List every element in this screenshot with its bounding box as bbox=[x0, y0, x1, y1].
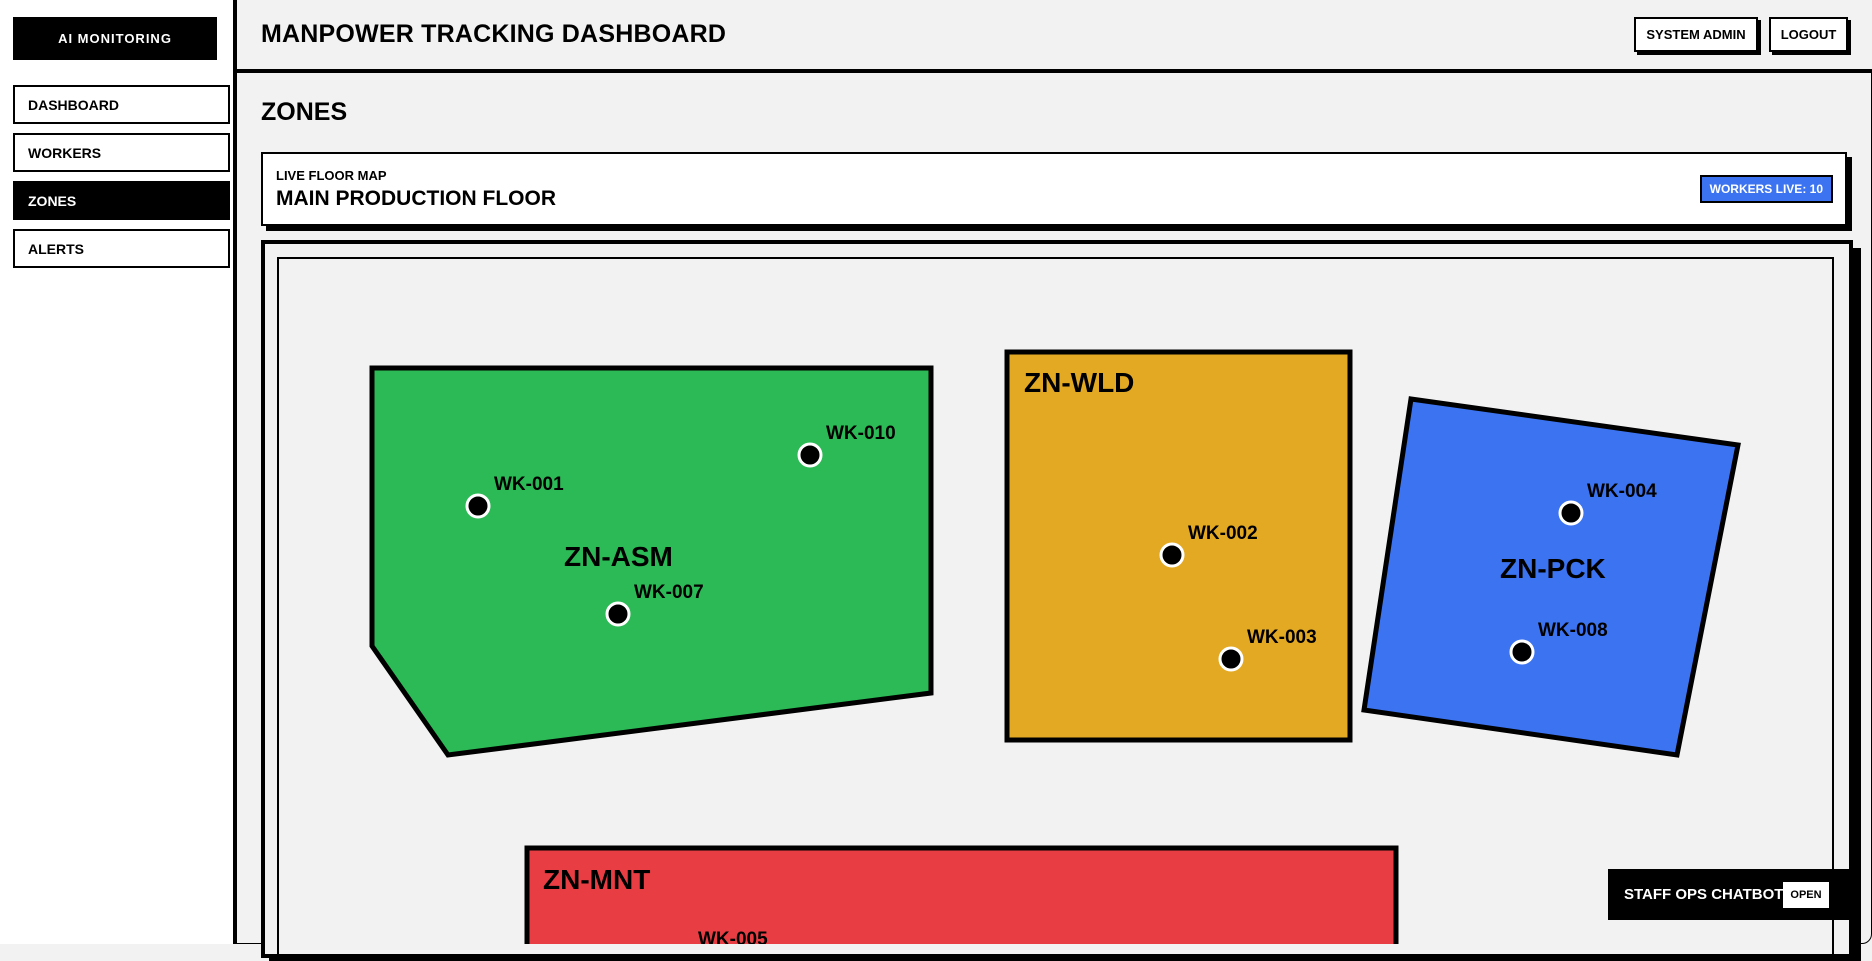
chatbot-widget[interactable]: STAFF OPS CHATBOT OPEN bbox=[1608, 869, 1851, 920]
zone-label-asm: ZN-ASM bbox=[564, 541, 673, 572]
worker-label: WK-001 bbox=[494, 474, 564, 495]
page-title: MANPOWER TRACKING DASHBOARD bbox=[261, 20, 727, 48]
worker-label: WK-007 bbox=[634, 582, 704, 603]
sidebar-item-alerts[interactable]: ALERTS bbox=[13, 229, 230, 268]
worker-marker[interactable] bbox=[797, 442, 823, 468]
worker-marker[interactable] bbox=[1558, 500, 1584, 526]
sidebar-item-zones[interactable]: ZONES bbox=[13, 181, 230, 220]
zone-label-pck: ZN-PCK bbox=[1500, 553, 1606, 584]
sidebar-item-workers[interactable]: WORKERS bbox=[13, 133, 230, 172]
section-title: ZONES bbox=[261, 98, 348, 126]
worker-marker[interactable] bbox=[465, 493, 491, 519]
map-title: MAIN PRODUCTION FLOOR bbox=[276, 187, 556, 210]
zone-mnt[interactable] bbox=[524, 845, 1399, 944]
sidebar: AI MONITORING DASHBOARD WORKERS ZONES AL… bbox=[0, 0, 237, 944]
worker-label: WK-002 bbox=[1188, 523, 1258, 544]
worker-marker[interactable] bbox=[1218, 646, 1244, 672]
worker-label: WK-010 bbox=[826, 423, 896, 444]
map-eyebrow: LIVE FLOOR MAP bbox=[276, 168, 387, 183]
sidebar-item-dashboard[interactable]: DASHBOARD bbox=[13, 85, 230, 124]
worker-marker[interactable] bbox=[1509, 639, 1535, 665]
top-header: MANPOWER TRACKING DASHBOARD SYSTEM ADMIN… bbox=[237, 0, 1872, 73]
chatbot-label: STAFF OPS CHATBOT bbox=[1624, 886, 1784, 903]
worker-marker[interactable] bbox=[1159, 542, 1185, 568]
worker-label: WK-008 bbox=[1538, 620, 1608, 641]
worker-marker[interactable] bbox=[605, 601, 631, 627]
zone-asm[interactable] bbox=[369, 365, 934, 758]
zone-label-wld: ZN-WLD bbox=[1024, 367, 1134, 398]
system-admin-button[interactable]: SYSTEM ADMIN bbox=[1634, 17, 1758, 52]
map-header-card: LIVE FLOOR MAP MAIN PRODUCTION FLOOR WOR… bbox=[261, 152, 1847, 226]
worker-label: WK-004 bbox=[1587, 481, 1657, 502]
zone-pck[interactable] bbox=[1361, 396, 1741, 758]
worker-label: WK-003 bbox=[1247, 627, 1317, 648]
zone-label-mnt: ZN-MNT bbox=[543, 864, 650, 895]
worker-label: WK-005 bbox=[698, 929, 768, 944]
brand-logo: AI MONITORING bbox=[13, 17, 217, 60]
workers-live-badge: WORKERS LIVE: 10 bbox=[1699, 175, 1833, 203]
chatbot-open-button[interactable]: OPEN bbox=[1783, 882, 1829, 908]
logout-button[interactable]: LOGOUT bbox=[1769, 17, 1848, 52]
